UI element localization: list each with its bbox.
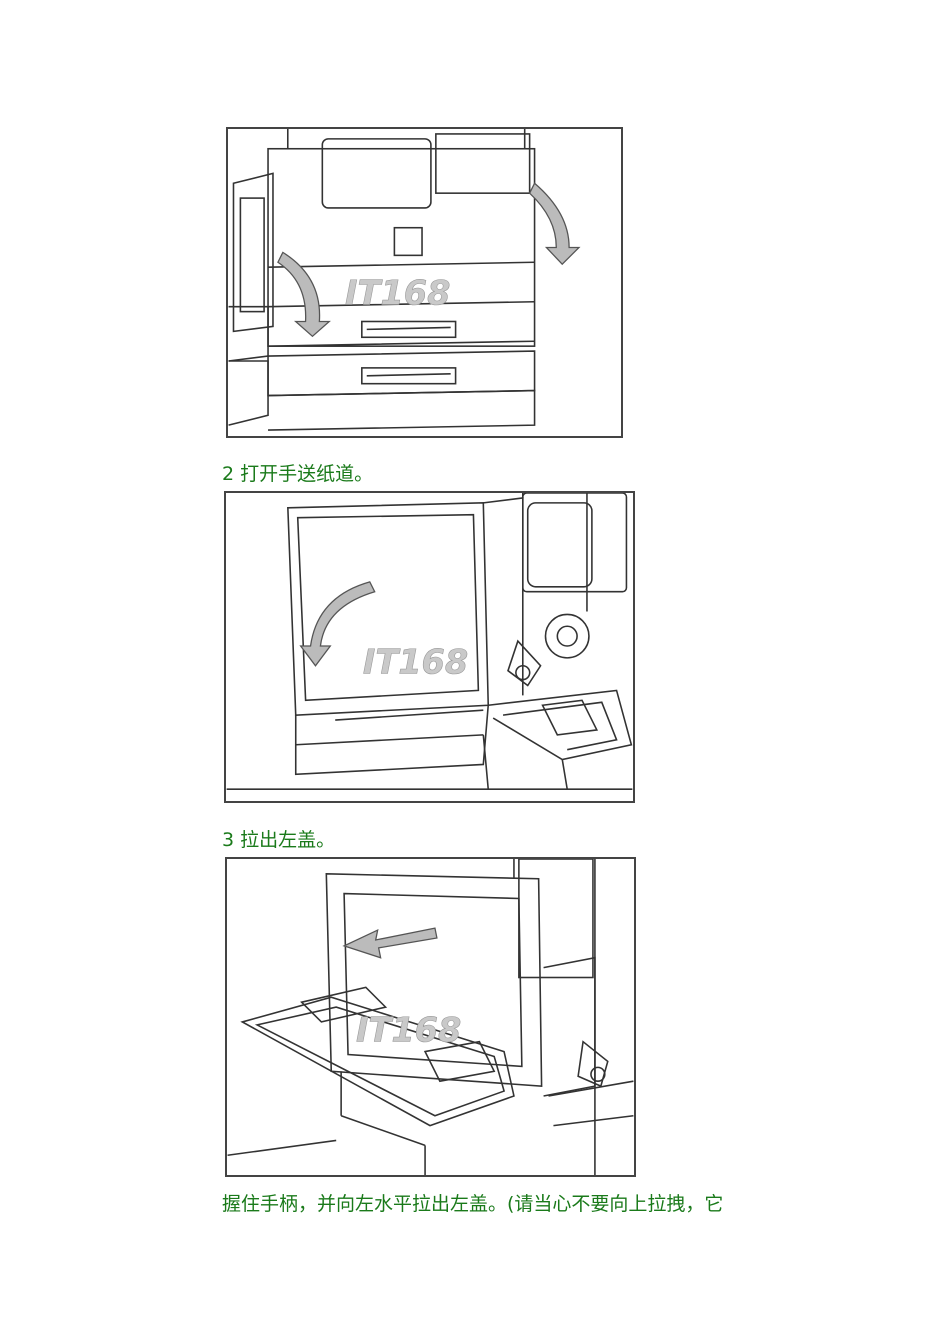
step-2-caption: 2 打开手送纸道。 [222, 463, 374, 485]
watermark-logo: IT168 [345, 274, 450, 313]
left-cover-drawing: IT168 [227, 859, 634, 1175]
step-3-caption: 3 拉出左盖。 [222, 829, 336, 851]
watermark-logo: IT168 [363, 643, 468, 682]
instruction-text: 握住手柄，并向左水平拉出左盖。(请当心不要向上拉拽，它 [222, 1193, 724, 1215]
illustration-open-front-cover: IT168 [226, 127, 623, 438]
manual-feed-drawing: IT168 [226, 493, 633, 790]
illustration-pull-left-cover: IT168 [225, 857, 636, 1177]
illustration-open-manual-feed: IT168 [224, 491, 635, 803]
watermark-logo: IT168 [356, 1011, 461, 1050]
printer-front-drawing: IT168 [228, 129, 581, 431]
